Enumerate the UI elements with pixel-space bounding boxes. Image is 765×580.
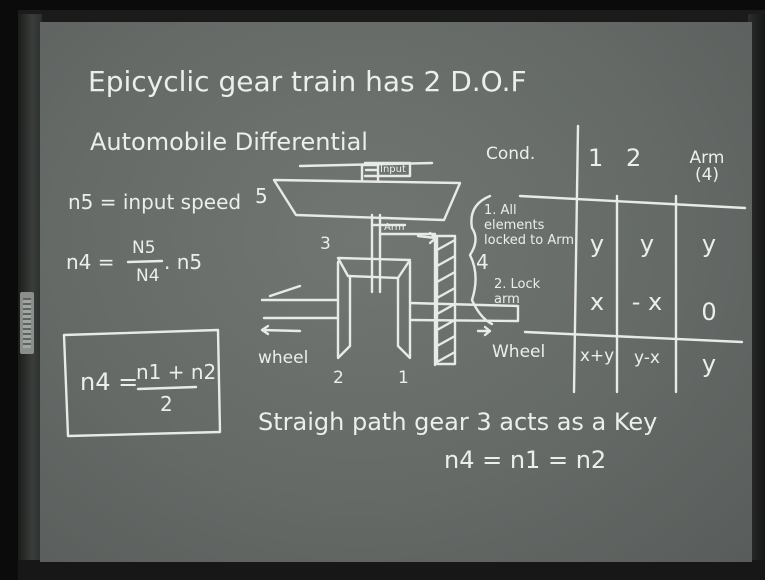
table-hline-2 [523,330,744,344]
label-2: 2 [333,368,344,388]
arm-link [378,232,437,367]
label-1: 1 [398,368,409,388]
table-header-1: 1 [588,144,604,172]
table-row-3-c2: y-x [634,348,660,368]
input-speed-text: n5 = input speed [68,190,242,214]
boxed-numerator: n1 + n2 [136,360,217,384]
n4-lhs: n4 = [66,250,115,274]
gear-2 [336,260,352,360]
arm-hub [370,213,382,294]
gear-5 [272,178,462,222]
n4-numerator: N5 [132,238,156,258]
boxed-denominator: 2 [160,392,173,416]
n4-tail: . n5 [164,250,203,274]
n4-denominator: N4 [136,266,160,286]
table-row-1-arm: y [701,230,717,258]
wheel-arrow [260,324,302,336]
board-frame-top [18,10,765,24]
table-row-3-cond: Wheel [492,342,546,362]
right-arrow [476,325,492,337]
wheel-label: wheel [258,348,309,368]
table-brace [468,194,494,326]
housing-arrow [416,231,438,245]
board-clip [20,292,34,354]
arm-label: Arm [384,222,405,233]
gear-3 [336,256,412,280]
label-3: 3 [320,234,331,254]
left-axle [260,298,340,320]
housing [435,234,457,366]
gear-1 [396,260,412,360]
straight-path-text: Straigh path gear 3 acts as a Key [258,408,658,436]
table-row-3-c1: x+y [579,346,615,366]
input-shaft [360,163,380,182]
equal-speeds-text: n4 = n1 = n2 [444,446,607,474]
board-frame-right [748,14,765,580]
table-header-arm: Arm (4) [689,148,725,185]
board-frame-bottom [18,560,765,580]
table-row-2-cond: 2. Lock arm [494,277,541,307]
table-header-2: 2 [626,144,642,172]
label-4: 4 [476,250,489,274]
table-row-1-c2: y [639,230,655,258]
boxed-fraction-bar [136,385,198,391]
table-row-2-arm: 0 [701,298,717,326]
right-axle [408,301,520,323]
table-row-2-c2: - x [631,288,663,316]
title: Epicyclic gear train has 2 D.O.F [88,65,527,98]
n4-fraction-bar [126,259,164,264]
chalkboard [40,22,752,562]
input-label: Input [380,164,406,175]
boxed-lhs: n4 = [80,368,139,396]
table-row-1-cond: 1. All elements locked to Arm [484,203,575,248]
label-5: 5 [255,184,268,208]
table-hline-1 [518,194,747,210]
table-row-2-c1: x [589,288,605,316]
table-vline-1 [572,124,580,394]
input-box [363,161,412,178]
subtitle: Automobile Differential [90,128,368,156]
table-header-cond: Cond. [486,144,536,164]
left-axle-stub [268,284,302,298]
table-row-3-arm: y [701,350,717,378]
table-row-1-c1: y [589,230,605,258]
equation-box [62,328,222,438]
